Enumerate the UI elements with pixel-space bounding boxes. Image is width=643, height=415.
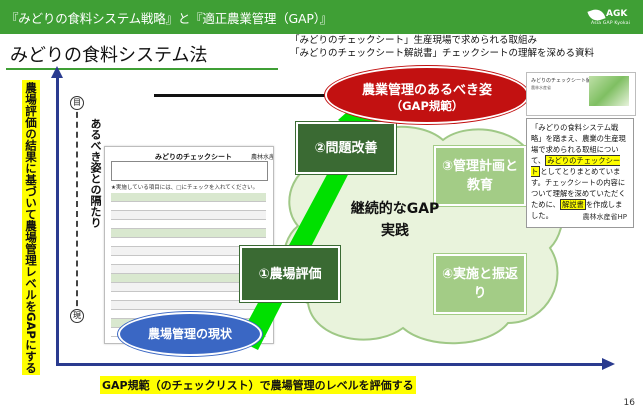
checksheet-title: みどりのチェックシート [155, 153, 232, 161]
vertical-axis-label: 農場評価の結果に基づいて農場管理レベルをGAPにする [22, 80, 40, 376]
title-underline [6, 68, 278, 70]
checksheet-org: 農林水産省 [251, 154, 273, 161]
vertical-axis [56, 75, 59, 365]
table-row [111, 256, 266, 265]
table-row [111, 220, 266, 229]
horizontal-axis [56, 363, 604, 366]
agk-logo: AGK Asia GAP Kyokai [587, 6, 635, 26]
reference-line-2: 「みどりのチェックシート解説書」チェックシートの理解を深める資料 [290, 48, 595, 59]
checksheet-document: みどりのチェックシート 農林水産省 ★実施している項目には、□にチェックを入れて… [104, 146, 274, 344]
checksheet-header-box [111, 161, 268, 181]
table-row [111, 283, 266, 292]
info-text-1: 「みどりの食料システム戦略」を踏まえ、農業の生産現場で求められる取組について、 [531, 123, 626, 165]
step-plan-education: ③管理計画と教育 [434, 146, 526, 206]
gap-distance-line [76, 102, 78, 316]
thumb-title: みどりのチェックシート解説書 [531, 78, 602, 84]
gap-distance-label: あるべき姿との隔たり [89, 118, 102, 228]
target-line [154, 94, 354, 97]
top-marker: 目 [70, 96, 84, 110]
step-problem-improvement: ②問題改善 [296, 122, 396, 174]
info-text-2: としてとりまとめています。チェックシートの内容について理解を深めていただくために… [531, 167, 626, 209]
thumb-image [589, 76, 629, 106]
current-state-ellipse: 農場管理の現状 [118, 312, 262, 356]
page-title: みどりの食料システム法 [10, 45, 208, 66]
cycle-center-label: 継続的なGAP実践 [350, 201, 440, 239]
info-box: 「みどりの食料システム戦略」を踏まえ、農業の生産現場で求められる取組について、み… [526, 118, 634, 228]
page-number: 16 [623, 398, 635, 408]
table-row [111, 274, 266, 283]
info-text-3: を作成しました。 [531, 200, 623, 220]
step-implement-review: ④実施と振返り [434, 254, 526, 314]
goal-line-2: （GAP規範） [390, 99, 464, 113]
reference-line-1: 「みどりのチェックシート」生産現場で求められる取組み [290, 35, 538, 46]
header-title: 『みどりの食料システム戦略』と『適正農業管理（GAP）』 [6, 11, 333, 26]
checksheet-table [111, 193, 266, 339]
table-row [111, 202, 266, 211]
goal-line-1: 農業管理のあるべき姿 [361, 83, 492, 98]
guide-thumbnail: みどりのチェックシート解説書 農林水産省 [526, 72, 636, 116]
table-row [111, 229, 266, 238]
bottom-marker: 現 [70, 309, 84, 323]
reference-lines: 「みどりのチェックシート」生産現場で求められる取組み 「みどりのチェックシート解… [290, 34, 594, 60]
logo-subtext: Asia GAP Kyokai [591, 21, 631, 26]
table-row [111, 193, 266, 202]
table-row [111, 238, 266, 247]
horizontal-axis-arrowhead [602, 358, 615, 370]
table-row [111, 292, 266, 301]
table-row [111, 301, 266, 310]
checksheet-note: ★実施している項目には、□にチェックを入れてください。 [111, 185, 259, 191]
table-row [111, 247, 266, 256]
step-farm-assessment: ①農場評価 [240, 246, 340, 302]
thumb-subtitle: 農林水産省 [531, 85, 551, 90]
header-bar: 『みどりの食料システム戦略』と『適正農業管理（GAP）』 AGK Asia GA… [0, 0, 643, 34]
info-highlight-guide: 解説書 [559, 199, 586, 210]
goal-ellipse: 農業管理のあるべき姿 （GAP規範） [325, 66, 529, 124]
table-row [111, 211, 266, 220]
vertical-axis-arrowhead [51, 66, 63, 78]
info-org: 農林水産省HP [582, 213, 628, 221]
horizontal-axis-label: GAP規範（のチェックリスト）で農場管理のレベルを評価する [100, 376, 416, 394]
logo-text: AGK [606, 9, 628, 19]
table-row [111, 265, 266, 274]
